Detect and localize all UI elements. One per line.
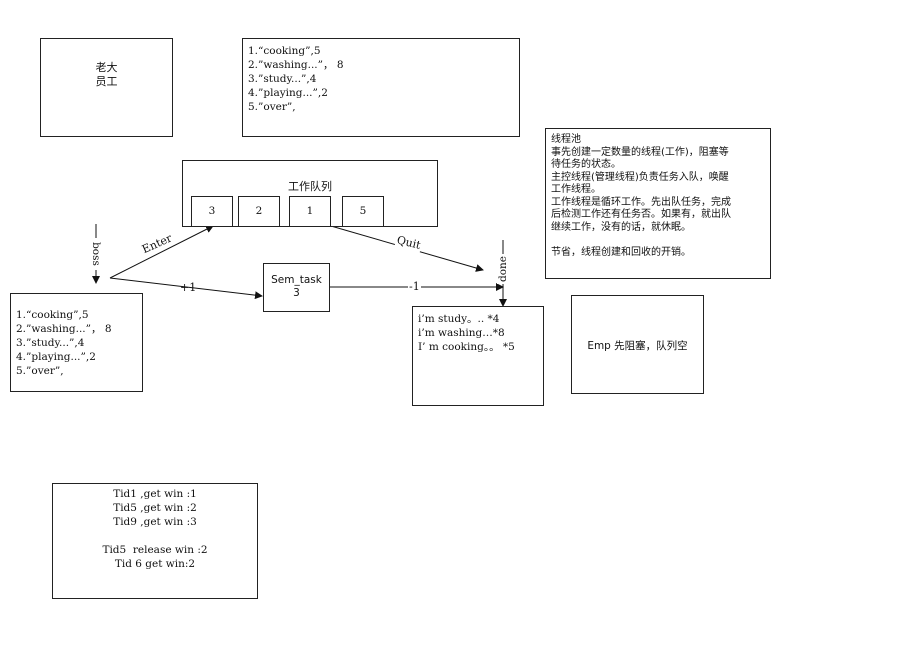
sem-task-name: Sem_task xyxy=(271,274,322,286)
note-line: 待任务的状态。 xyxy=(551,159,621,170)
queue-cell: 5 xyxy=(342,196,384,227)
enter-arrow xyxy=(109,225,214,279)
minus-one-label: -1 xyxy=(408,280,421,294)
plus-one-arrow xyxy=(109,277,263,300)
work-queue-title: 工作队列 xyxy=(288,180,332,193)
sem-task-value: 3 xyxy=(293,287,300,299)
win-log-line: Tid9 ,get win :3 xyxy=(113,516,197,528)
list-item: i’m washing…*8 xyxy=(418,327,505,339)
list-item: 2.”washing...”， 8 xyxy=(248,59,344,71)
list-item: 4.”playing...”,2 xyxy=(248,87,328,99)
win-log-line xyxy=(53,529,257,543)
win-log-line: Tid5 ,get win :2 xyxy=(113,502,197,514)
note-line: 工作线程是循环工作。先出队任务，完成 xyxy=(551,196,731,208)
queue-cell: 3 xyxy=(191,196,233,227)
list-item: 4.”playing...”,2 xyxy=(16,351,96,363)
list-item: 1.“cooking”,5 xyxy=(248,45,321,57)
boss-worker-box: 老大 员工 xyxy=(40,38,173,137)
queue-cell-value: 1 xyxy=(306,205,314,217)
win-log-box: Tid1 ,get win :1 Tid5 ,get win :2 Tid9 ,… xyxy=(52,483,258,599)
thread-pool-title: 线程池 xyxy=(551,134,581,145)
queue-cell: 2 xyxy=(238,196,280,227)
top-task-list-box: 1.“cooking”,5 2.”washing...”， 8 3.”study… xyxy=(242,38,520,137)
thread-pool-note: 线程池 事先创建一定数量的线程(工作)，阻塞等 待任务的状态。 主控线程(管理线… xyxy=(545,128,771,279)
note-line: 后检测工作还有任务否。如果有，就出队 xyxy=(551,209,731,220)
win-log-line: Tid1 ,get win :1 xyxy=(113,488,197,500)
note-line xyxy=(551,234,767,247)
note-line: 工作线程。 xyxy=(551,184,601,195)
list-item: 5.”over”, xyxy=(248,101,296,113)
boss-label: boss xyxy=(90,238,102,270)
note-line: 事先创建一定数量的线程(工作)，阻塞等 xyxy=(551,146,729,158)
list-item: 3.”study...”,4 xyxy=(248,73,317,85)
note-line: 节省，线程创建和回收的开销。 xyxy=(551,246,691,258)
list-item: 5.”over”, xyxy=(16,365,64,377)
boss-box-line1: 老大 xyxy=(95,61,118,74)
sem-task-box: Sem_task 3 xyxy=(263,263,330,312)
queue-cell-value: 5 xyxy=(359,205,367,217)
plus-one-label: +1 xyxy=(180,281,197,294)
empty-queue-text: Emp 先阻塞，队列空 xyxy=(587,340,688,352)
left-task-list-box: 1.“cooking”,5 2.”washing...”， 8 3.”study… xyxy=(10,293,143,392)
list-item: 1.“cooking”,5 xyxy=(16,309,89,321)
note-line: 主控线程(管理线程)负责任务入队，唤醒 xyxy=(551,171,729,183)
empty-queue-box: Emp 先阻塞，队列空 xyxy=(571,295,704,394)
list-item: I’ m cooking。。 *5 xyxy=(418,341,515,353)
done-label: done xyxy=(497,254,509,284)
queue-cell: 1 xyxy=(289,196,331,227)
list-item: 2.”washing...”， 8 xyxy=(16,323,112,335)
worker-output-box: i’m study。.. *4 i’m washing…*8 I’ m cook… xyxy=(412,306,544,406)
list-item: 3.”study...”,4 xyxy=(16,337,85,349)
queue-cell-value: 2 xyxy=(255,205,263,217)
queue-cell-value: 3 xyxy=(208,205,216,217)
list-item: i’m study。.. *4 xyxy=(418,313,500,325)
note-line: 继续工作，没有的话，就休眠。 xyxy=(551,221,691,233)
boss-box-line2: 员工 xyxy=(95,75,118,88)
win-log-line: Tid5 release win :2 xyxy=(102,544,208,556)
win-log-line: Tid 6 get win:2 xyxy=(114,558,196,570)
